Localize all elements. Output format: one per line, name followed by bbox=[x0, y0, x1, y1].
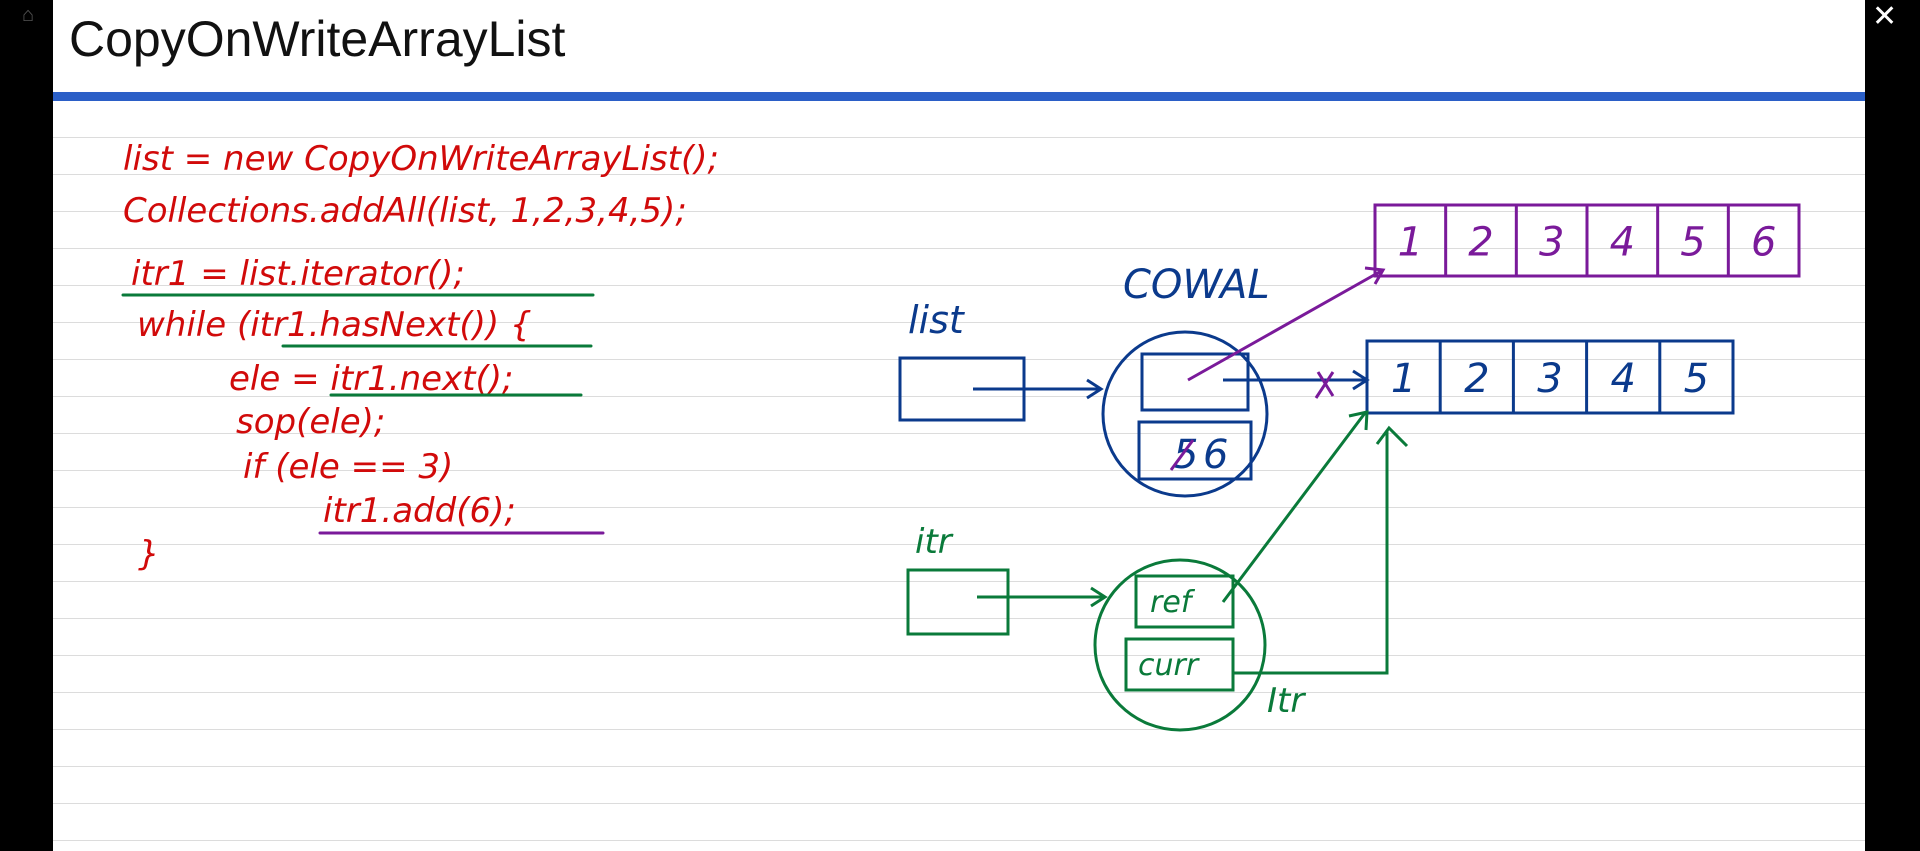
ref-label: ref bbox=[1150, 585, 1196, 620]
itr-variable-box bbox=[906, 568, 1010, 636]
new-array-arrow bbox=[1187, 266, 1386, 382]
code-line-6: sop(ele); bbox=[236, 402, 385, 442]
new-array-cell-6: 6 bbox=[1751, 220, 1776, 266]
new-array-cell-1: 1 bbox=[1398, 220, 1423, 266]
size-strike bbox=[1169, 439, 1195, 471]
old-array-cell-4: 4 bbox=[1610, 356, 1635, 402]
new-array-cell-3: 3 bbox=[1539, 220, 1564, 266]
code-line-1: list = new CopyOnWriteArrayList(); bbox=[123, 139, 719, 179]
code-line-5: ele = itr1.next(); bbox=[229, 359, 513, 399]
old-array-cell-1: 1 bbox=[1391, 356, 1416, 402]
ref-box bbox=[1134, 574, 1235, 629]
code-line-2: Collections.addAll(list, 1,2,3,4,5); bbox=[123, 191, 687, 231]
old-array-cell-3: 3 bbox=[1537, 356, 1562, 402]
slide: CopyOnWriteArrayList list = new CopyOnWr… bbox=[53, 0, 1865, 851]
ref-arrow bbox=[1221, 410, 1369, 603]
page-title: CopyOnWriteArrayList bbox=[69, 11, 566, 67]
itr-arrow bbox=[977, 586, 1108, 608]
curr-arrow bbox=[1233, 425, 1409, 675]
cowal-size-box bbox=[1137, 420, 1253, 481]
old-array bbox=[1365, 339, 1735, 415]
code-line-9: } bbox=[138, 534, 160, 574]
cowal-label: COWAL bbox=[1123, 262, 1270, 308]
size-new-value: 6 bbox=[1203, 432, 1228, 478]
new-array-cell-2: 2 bbox=[1468, 220, 1493, 266]
itr-pointer-label: Itr bbox=[1267, 681, 1306, 721]
list-arrow bbox=[973, 378, 1104, 400]
close-icon[interactable]: ✕ bbox=[1872, 0, 1898, 33]
code-line-3: itr1 = list.iterator(); bbox=[131, 254, 465, 294]
whiteboard-canvas: list = new CopyOnWriteArrayList(); Colle… bbox=[121, 139, 1801, 732]
new-array-cell-4: 4 bbox=[1610, 220, 1635, 266]
old-array-cell-5: 5 bbox=[1684, 356, 1709, 402]
itr-label: itr bbox=[915, 522, 954, 562]
iterator-object-circle bbox=[1093, 558, 1267, 732]
curr-label: curr bbox=[1138, 648, 1200, 683]
code-line-4: while (itr1.hasNext()) { bbox=[137, 305, 532, 345]
cowal-array-ref-box bbox=[1140, 352, 1250, 412]
ruled-paper bbox=[53, 101, 1865, 851]
size-old-value: 5 bbox=[1173, 432, 1198, 478]
list-label: list bbox=[908, 298, 966, 342]
new-array-cell-5: 5 bbox=[1680, 220, 1705, 266]
cowal-object-circle bbox=[1101, 330, 1269, 498]
title-rule bbox=[53, 92, 1865, 101]
old-array-arrow-cross bbox=[1314, 371, 1335, 399]
old-array-cell-2: 2 bbox=[1464, 356, 1489, 402]
curr-box bbox=[1124, 637, 1235, 692]
old-array-arrow bbox=[1223, 369, 1370, 391]
home-icon[interactable]: ⌂ bbox=[22, 4, 35, 26]
code-line-8: itr1.add(6); bbox=[323, 491, 516, 531]
code-line-7: if (ele == 3) bbox=[243, 447, 453, 487]
